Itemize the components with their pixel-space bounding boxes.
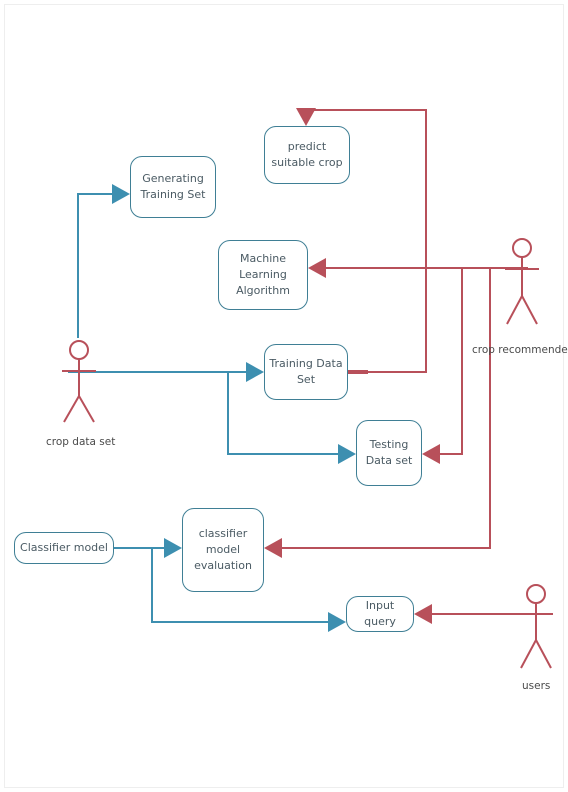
node-classifier-model: Classifier model xyxy=(14,532,114,564)
edge-classifier-to-inputquery xyxy=(151,548,346,632)
actor-label-users: users xyxy=(522,680,551,692)
edge-recommender-to-evaluation xyxy=(264,268,491,558)
edge-training-to-predict xyxy=(296,108,427,373)
blue-connectors xyxy=(68,184,356,632)
actor-label-crop-data-set: crop data set xyxy=(46,436,116,448)
actor-users-figure xyxy=(519,584,553,669)
node-testing-data-set: Testing Data set xyxy=(356,420,422,486)
actor-crop-recommender-figure xyxy=(505,238,539,325)
node-training-data-set: Training Data Set xyxy=(264,344,348,400)
edge-recommender-to-testing xyxy=(422,268,463,464)
node-classifier-model-evaluation: classifier model evaluation xyxy=(182,508,264,592)
red-connectors xyxy=(264,108,528,624)
node-input-query: Input query xyxy=(346,596,414,632)
node-generating-training-set: Generating Training Set xyxy=(130,156,216,218)
node-machine-learning-algorithm: Machine Learning Algorithm xyxy=(218,240,308,310)
actor-crop-data-set-figure xyxy=(62,340,96,423)
node-predict-suitable-crop: predict suitable crop xyxy=(264,126,350,184)
edge-cropdata-to-testing xyxy=(227,372,356,464)
edge-cropdata-to-generating xyxy=(77,184,130,338)
actor-label-crop-recommender: crop recommender xyxy=(472,344,568,356)
